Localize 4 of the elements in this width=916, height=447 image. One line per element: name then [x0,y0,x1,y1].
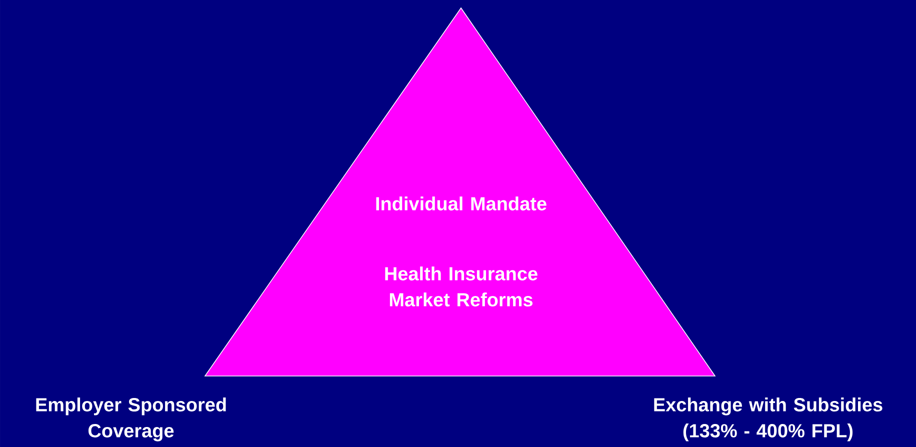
node-text: Individual Mandate [376,196,546,210]
corner-label: Employer Sponsored Coverage [36,398,226,442]
node-text: Health Insurance Market Reforms [385,266,538,306]
corner-label: Exchange with Subsidies (133% - 400% FPL) [654,398,882,442]
